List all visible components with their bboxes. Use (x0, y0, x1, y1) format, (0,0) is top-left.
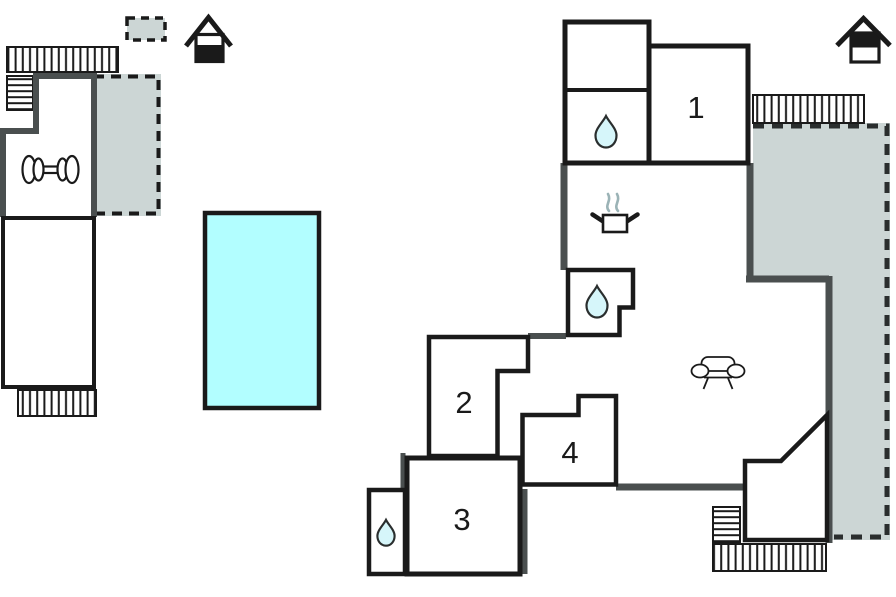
stairs-porch (712, 506, 741, 544)
deck-strip-top-right (752, 94, 865, 124)
room-1-label: 1 (687, 90, 704, 125)
annex-lower-room (1, 216, 96, 389)
main-terrace (753, 123, 890, 540)
deck-strip-bottom-right (712, 543, 827, 572)
stairs-annex (6, 75, 34, 111)
deck-strip-bottom-left (17, 389, 97, 417)
bedroom-3 (404, 455, 523, 577)
small-terrace-pad (125, 16, 167, 42)
north-house-icon-left (184, 13, 233, 64)
water-drop-icon-bath-1 (594, 113, 618, 149)
bedroom-1 (646, 43, 751, 166)
north-house-icon-right (835, 14, 892, 64)
room-2-label: 2 (455, 385, 472, 420)
bedroom-4 (520, 393, 619, 487)
cooking-pot-icon (590, 192, 640, 234)
swimming-pool (202, 210, 322, 411)
water-drop-icon-bath-3 (376, 517, 396, 547)
bedroom-2 (426, 334, 531, 459)
main-house-gray-walls (400, 163, 833, 574)
sofa-icon (690, 356, 746, 390)
annex-terrace (94, 74, 161, 216)
room-3-label: 3 (453, 502, 470, 537)
deck-strip-top-left (6, 46, 119, 73)
entrance-porch (742, 409, 830, 543)
room-4-label: 4 (561, 435, 578, 470)
dumbbell-icon (21, 154, 80, 185)
water-drop-icon-bath-2 (585, 283, 609, 319)
